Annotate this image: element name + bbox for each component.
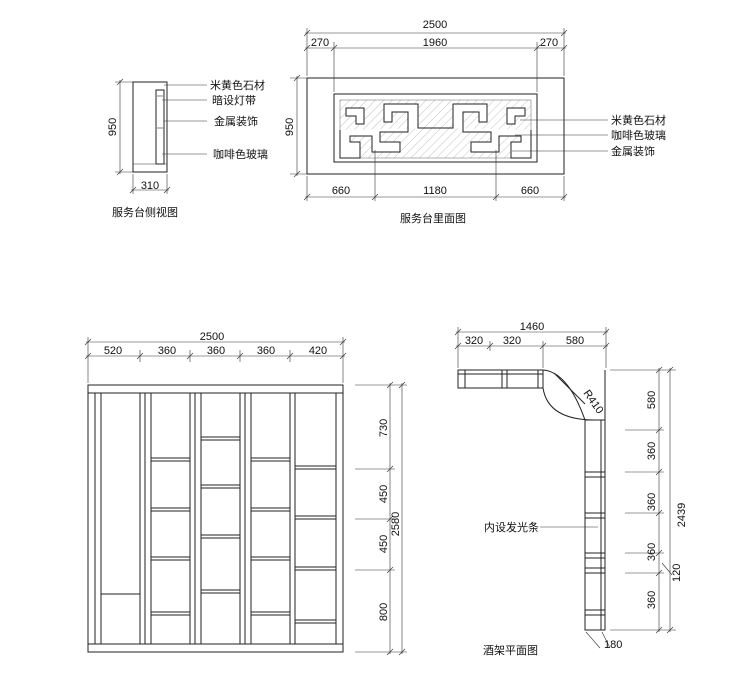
fret-pattern-left: [339, 103, 430, 159]
shelf-outline: [87, 384, 344, 653]
rack-top-arm: [457, 369, 544, 389]
front-bottom-dim-left: 660: [332, 185, 350, 197]
shelf-column-2: [194, 392, 241, 645]
front-total-width: 2500: [423, 19, 447, 31]
front-view-title: 服务台里面图: [400, 211, 466, 225]
shelf-dim-seg-2: 360: [158, 345, 176, 357]
rack-dim-total-height: 2439: [676, 503, 688, 527]
front-view-inner-frame: [333, 93, 538, 163]
rack-dim-seg-2: 320: [503, 335, 521, 347]
shelf-dim-seg-1: 520: [104, 345, 122, 357]
shelf-dim-seg-5: 420: [309, 345, 327, 357]
front-height-dim: 950: [284, 118, 296, 136]
shelf-dim-seg-4: 360: [257, 345, 275, 357]
rack-radius: R410: [581, 388, 606, 416]
side-view-panel: [155, 89, 165, 165]
shelf-dim-total-height: 2580: [390, 512, 402, 536]
side-depth-dim: 310: [141, 180, 159, 192]
front-dim-middle: 1960: [423, 37, 447, 49]
rack-vertical-arm: [584, 419, 606, 631]
shelf-dim-h-3: 450: [378, 535, 390, 553]
front-view-glass: [339, 99, 532, 159]
wine-rack-title: 酒架平面图: [483, 644, 538, 657]
rack-dim-seg-1: 320: [465, 335, 483, 347]
side-view: 950 310 米黄色石材 暗设灯带 金属装饰 咖啡色玻璃 服务台侧视图: [107, 78, 268, 219]
side-height-dim: 950: [107, 118, 119, 136]
front-bottom-dim-right: 660: [521, 185, 539, 197]
rack-dim-bottom: 180: [604, 639, 622, 651]
front-view-outline: [306, 77, 565, 175]
shelf-column-3: [244, 392, 291, 645]
shelf-dim-seg-3: 360: [207, 345, 225, 357]
shelf-column-1: [144, 392, 191, 645]
wine-rack-plan: R410 1460 320 320 580: [454, 321, 688, 657]
shelf-dim-h-4: 800: [378, 603, 390, 621]
fret-pattern-right: [441, 103, 532, 159]
rack-dim-h-4: 360: [646, 543, 658, 561]
side-view-body: [132, 81, 168, 173]
rack-dim-seg-3: 580: [566, 335, 584, 347]
rack-label-lightstrip: 内设发光条: [484, 520, 539, 534]
rack-dim-h-3: 360: [646, 493, 658, 511]
side-label-lightstrip: 暗设灯带: [212, 93, 256, 107]
rack-total-width: 1460: [520, 321, 544, 333]
rack-dim-h-1: 580: [646, 391, 658, 409]
front-label-metal: 金属装饰: [611, 144, 655, 158]
side-label-glass: 咖啡色玻璃: [213, 147, 268, 161]
shelf-dim-h-1: 730: [378, 419, 390, 437]
front-dim-left: 270: [311, 37, 329, 49]
shelf-elevation: 2500 520 360 360 360 420 730 450 450: [84, 331, 407, 656]
rack-dim-gap: 120: [671, 564, 683, 582]
side-view-title: 服务台侧视图: [112, 205, 178, 219]
front-label-stone: 米黄色石材: [611, 113, 666, 127]
front-label-glass: 咖啡色玻璃: [611, 128, 666, 142]
shelf-dim-h-2: 450: [378, 485, 390, 503]
shelf-column-4: [294, 392, 337, 645]
front-bottom-dim-middle: 1180: [423, 185, 447, 197]
rack-dim-h-2: 360: [646, 442, 658, 460]
side-label-metal: 金属装饰: [214, 114, 258, 128]
shelf-total-width: 2500: [200, 331, 224, 343]
rack-dim-h-5: 360: [646, 591, 658, 609]
side-label-stone: 米黄色石材: [210, 78, 265, 92]
front-view: 2500 270 1960 270 950 660 1180 660: [284, 19, 666, 225]
front-dim-right: 270: [540, 37, 558, 49]
